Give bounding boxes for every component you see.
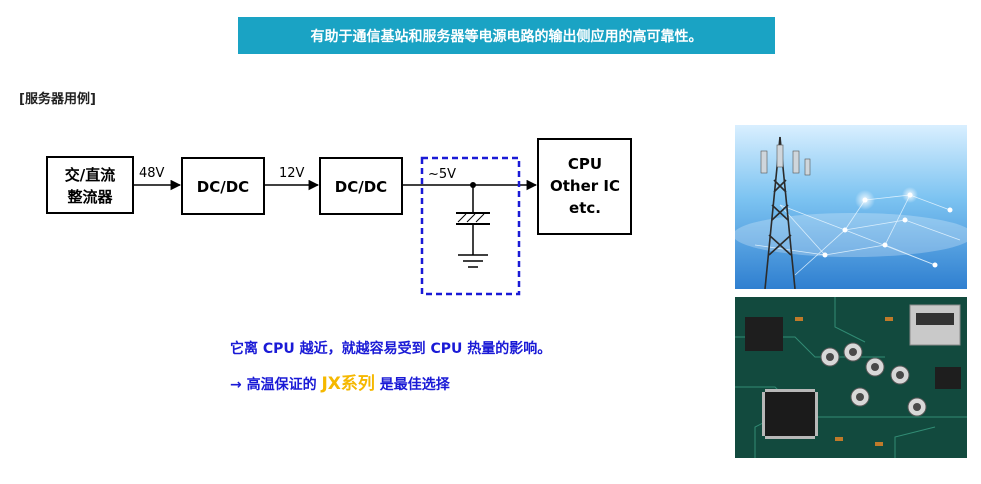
note-heat-proximity: 它离 CPU 越近，就越容易受到 CPU 热量的影响。 [230,341,552,357]
etc-label: etc. [569,199,601,217]
section-label: [服务器用例] [19,92,96,107]
rectifier-label-line2: 整流器 [67,188,113,206]
ground-icon [458,254,488,268]
capacitor-highlight-box [420,156,521,296]
output-voltage-5v: ~5V [428,167,456,182]
note-recommendation: → 高温保证的 JX系列 是最佳选择 [230,369,450,394]
dcdc-converter-2 [319,157,403,215]
header-banner: 有助于通信基站和服务器等电源电路的输出侧应用的高可靠性。 [238,17,775,54]
other-ic-label: Other IC [550,177,620,195]
circuit-board-photo [735,297,967,458]
recommendation-prefix: → 高温保证的 [230,377,322,393]
dcdc-converter-2-label: DC/DC [335,178,387,196]
dcdc-converter-1-label: DC/DC [197,178,249,196]
dcdc-converter-1 [181,157,265,215]
capacitor-symbol [456,212,490,225]
bus-voltage-48v: 48V [139,166,165,181]
recommendation-suffix: 是最佳选择 [374,377,450,393]
bus-voltage-12v: 12V [279,166,305,181]
cpu-label: CPU [568,155,602,173]
telecom-tower-photo [735,125,967,289]
cpu-load-block [537,138,632,235]
jx-series-highlight: JX系列 [321,374,375,394]
rectifier-label-line1: 交/直流 [65,166,115,184]
